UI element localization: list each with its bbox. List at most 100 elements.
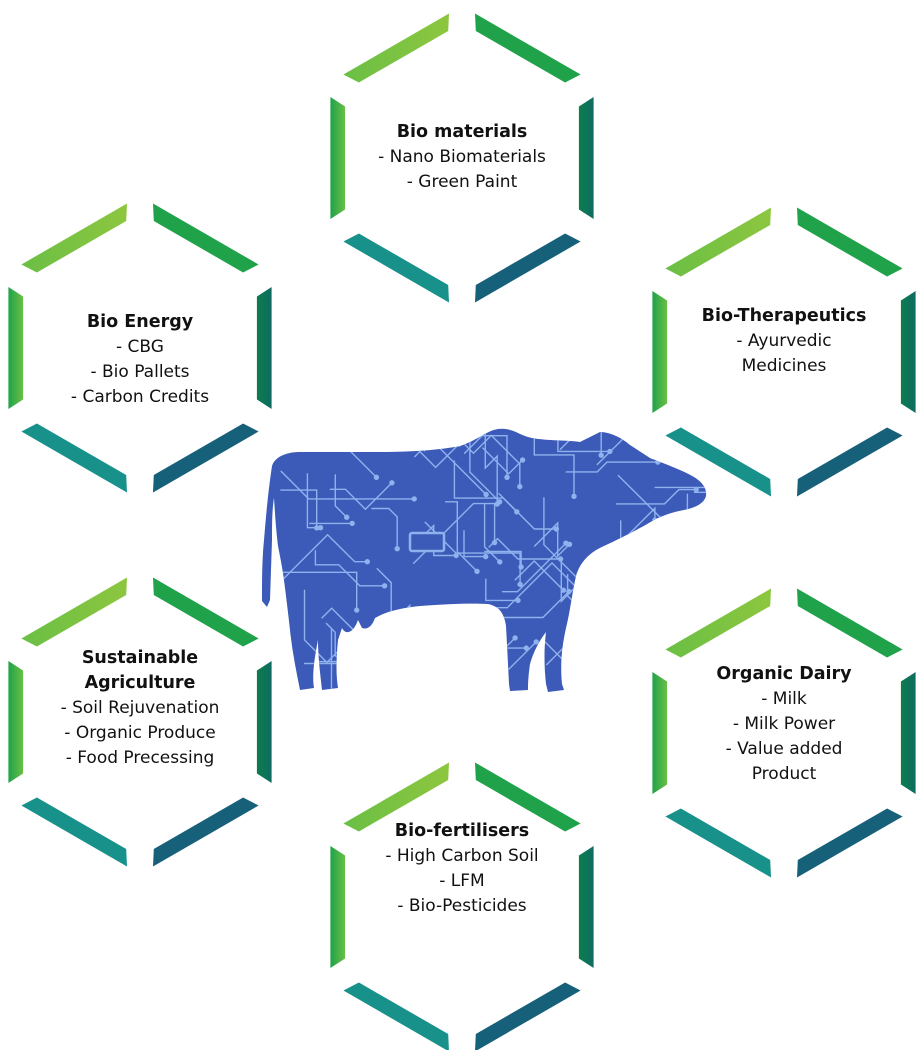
circuit-node	[563, 540, 569, 546]
circuit-node	[798, 616, 802, 620]
hexagon-segment	[343, 13, 449, 83]
circuit-node	[370, 647, 376, 653]
circuit-node	[637, 641, 644, 647]
hexagon-item: - Ayurvedic	[736, 331, 832, 351]
hexagon-title: Sustainable Agriculture	[81, 648, 199, 693]
circuit-trace	[609, 589, 679, 626]
circuit-trace	[565, 461, 658, 473]
hexagon-title: Bio-fertilisers	[394, 821, 530, 841]
circuit-node	[757, 617, 761, 621]
hexagon-segment	[475, 762, 581, 832]
hexagon-segment	[343, 233, 449, 303]
hexagon-item: - CBG	[116, 337, 164, 357]
circuit-trace	[306, 473, 321, 529]
circuit-trace	[371, 507, 398, 549]
hexagon-organic-dairy	[652, 588, 916, 878]
hexagon-segment	[797, 207, 903, 277]
circuit-trace	[282, 533, 368, 580]
hexagon-segment	[343, 762, 449, 832]
circuit-trace	[347, 448, 377, 478]
circuit-node	[778, 500, 782, 504]
circuit-node	[483, 491, 489, 498]
circuit-node	[576, 576, 582, 583]
hexagon-segment	[343, 982, 449, 1050]
hexagon-segment	[900, 672, 916, 794]
circuit-node	[344, 514, 350, 520]
circuit-node	[523, 645, 529, 651]
circuit-node	[389, 480, 395, 486]
hexagon-item: Medicines	[741, 356, 827, 376]
hexagon-item: - Organic Produce	[64, 723, 216, 743]
hexagon-item: - Milk	[761, 689, 807, 709]
circuit-node	[759, 516, 763, 520]
circuit-node	[622, 563, 628, 570]
circuit-node	[604, 726, 608, 730]
circuit-node	[512, 635, 518, 641]
hexagon-item: - Bio-Pesticides	[397, 896, 527, 916]
circuit-node	[652, 517, 658, 523]
hexagon-segment	[256, 287, 272, 409]
circuit-node	[762, 620, 766, 624]
hexagon-segment	[665, 207, 771, 277]
hexagon-segment	[665, 427, 771, 497]
circuit-node	[722, 501, 726, 505]
hexagon-item: - Food Precessing	[65, 748, 215, 768]
circuit-node	[741, 568, 745, 572]
circuit-trace	[280, 489, 318, 528]
circuit-node	[364, 559, 370, 565]
hexagon-item: - Value added	[725, 739, 843, 759]
hexagon-segment	[652, 672, 668, 794]
hexagon-item: - Green Paint	[406, 172, 518, 192]
circuit-node	[490, 675, 496, 681]
circuit-node	[455, 652, 461, 659]
circuit-node	[381, 583, 388, 589]
hexagon-segment	[21, 423, 127, 493]
hexagon-segment	[8, 287, 24, 409]
circuit-node	[491, 539, 498, 546]
circuit-trace	[693, 491, 707, 519]
circuit-node	[473, 691, 479, 692]
circuit-node	[355, 676, 361, 682]
circuit-trace	[401, 680, 476, 692]
circuit-node	[580, 608, 586, 615]
circuit-trace	[419, 657, 471, 692]
circuit-trace	[482, 447, 524, 475]
circuit-node	[740, 642, 744, 646]
circuit-node	[468, 701, 472, 705]
circuit-trace	[620, 506, 656, 545]
circuit-node	[389, 681, 395, 687]
hexagon-segment	[153, 203, 259, 273]
circuit-node	[483, 553, 489, 560]
hexagon-sustainable-agriculture	[8, 577, 272, 867]
circuit-node	[453, 552, 459, 559]
hexagon-segment	[153, 797, 259, 867]
hexagon-title: Bio-Therapeutics	[701, 306, 867, 326]
circuit-node	[560, 587, 567, 593]
circuit-trace	[463, 530, 486, 558]
circuit-trace	[485, 578, 518, 602]
circuit-trace	[567, 675, 629, 692]
hexagon-segment	[21, 203, 127, 273]
hexagon-segment	[256, 661, 272, 783]
circuit-node	[349, 520, 355, 527]
circuit-trace	[426, 609, 459, 656]
hexagon-label-sustainable-agriculture: Sustainable Agriculture- Soil Rejuvenati…	[15, 646, 265, 771]
circuit-trace	[533, 521, 570, 558]
circuit-node	[746, 646, 750, 650]
hexagon-segment	[652, 291, 668, 413]
circuit-trace	[344, 690, 386, 692]
circuit-node	[705, 469, 707, 475]
hexagon-segment	[578, 97, 594, 219]
hexagon-title: Organic Dairy	[716, 664, 852, 684]
circuit-node	[790, 468, 794, 472]
circuit-node	[533, 639, 539, 645]
circuit-node	[361, 718, 365, 722]
circuit-trace	[615, 488, 697, 505]
circuit-trace	[559, 428, 622, 451]
circuit-trace	[453, 460, 518, 513]
hexagon-segment	[21, 577, 127, 647]
circuit-node	[646, 603, 652, 609]
hexagon-bio-therapeutics	[652, 207, 916, 497]
hexagon-segment	[797, 588, 903, 658]
